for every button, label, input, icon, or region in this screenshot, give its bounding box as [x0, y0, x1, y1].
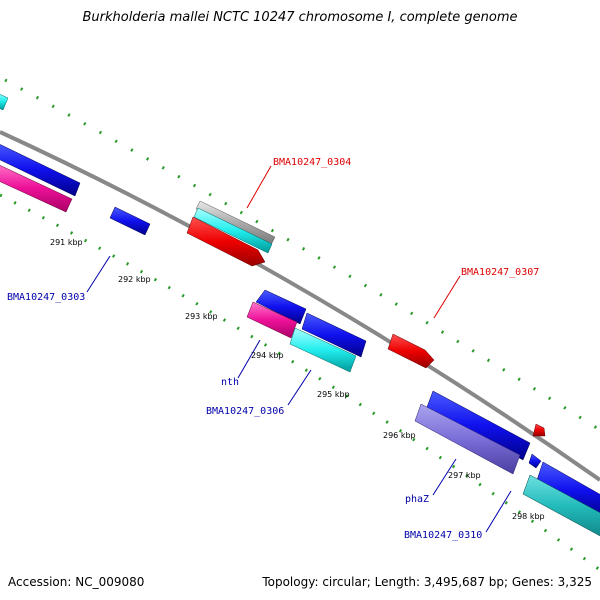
topology-value: circular	[322, 575, 367, 589]
leader-bma10247-0307	[433, 275, 461, 319]
leader-phaZ	[432, 458, 457, 496]
leader-nth	[237, 339, 261, 379]
gene-label-bma10247-0307[interactable]: BMA10247_0307	[461, 267, 539, 278]
genes-label: ; Genes:	[504, 575, 558, 589]
gene-label-phaZ[interactable]: phaZ	[405, 494, 429, 505]
gene-arrow-blue-295	[301, 312, 367, 358]
topology-label: Topology:	[262, 575, 323, 589]
tick-label-296: 296 kbp	[383, 431, 416, 440]
accession-value: NC_009080	[75, 575, 145, 589]
gene-arrow-nth	[246, 301, 298, 339]
gene-arrow-phaZ	[414, 403, 521, 475]
gene-arrow-pink	[0, 165, 73, 213]
leader-bma10247-0306	[287, 369, 312, 406]
gene-arrow-bma10247-0304	[186, 216, 266, 267]
gene-arrow-small-blue	[528, 453, 542, 469]
gene-arrow-cyan-edge	[0, 94, 9, 111]
genome-stats-footer: Topology: circular; Length: 3,495,687 bp…	[262, 575, 592, 589]
gene-label-bma10247-0310[interactable]: BMA10247_0310	[404, 530, 482, 541]
tick-label-294: 294 kbp	[251, 351, 284, 360]
gene-arrow-small-red	[532, 423, 546, 437]
tick-label-292: 292 kbp	[118, 275, 151, 284]
gene-arrow-blue-296	[426, 390, 531, 461]
gene-label-bma10247-0303[interactable]: BMA10247_0303	[7, 292, 85, 303]
gene-label-bma10247-0304[interactable]: BMA10247_0304	[273, 157, 351, 168]
gene-arrow-blue-298	[536, 461, 600, 517]
genes-value: 3,325	[557, 575, 592, 589]
tick-label-295: 295 kbp	[317, 390, 350, 399]
gene-arrow-bma10247-0310	[522, 474, 600, 537]
tick-label-297: 297 kbp	[448, 471, 481, 480]
inner-tick-dots	[0, 193, 600, 572]
gene-arrows	[0, 94, 600, 537]
genome-backbone	[0, 130, 600, 482]
leader-bma10247-0310	[485, 490, 512, 533]
gene-label-nth[interactable]: nth	[221, 377, 239, 388]
accession-label: Accession:	[8, 575, 76, 589]
gene-label-bma10247-0306[interactable]: BMA10247_0306	[206, 406, 284, 417]
leader-bma10247-0304	[246, 165, 272, 209]
gene-arrow-bma10247-0303	[109, 206, 151, 236]
tick-label-293: 293 kbp	[185, 312, 218, 321]
tick-label-291: 291 kbp	[50, 238, 83, 247]
gene-arrow-blue	[0, 144, 81, 197]
accession-footer: Accession: NC_009080	[8, 575, 144, 589]
tick-label-298: 298 kbp	[512, 512, 545, 521]
map-title: Burkholderia mallei NCTC 10247 chromosom…	[82, 10, 518, 25]
outer-tick-dots	[4, 78, 600, 432]
label-leaders	[86, 165, 512, 533]
gene-arrow-bma10247-0307	[387, 333, 435, 369]
length-label: ; Length:	[366, 575, 424, 589]
leader-bma10247-0303	[86, 255, 111, 293]
length-value: 3,495,687 bp	[423, 575, 504, 589]
gene-arrow-teal	[193, 207, 273, 254]
gene-arrow-bma10247-0306	[289, 327, 357, 373]
gene-arrow-blue-294	[255, 289, 307, 325]
